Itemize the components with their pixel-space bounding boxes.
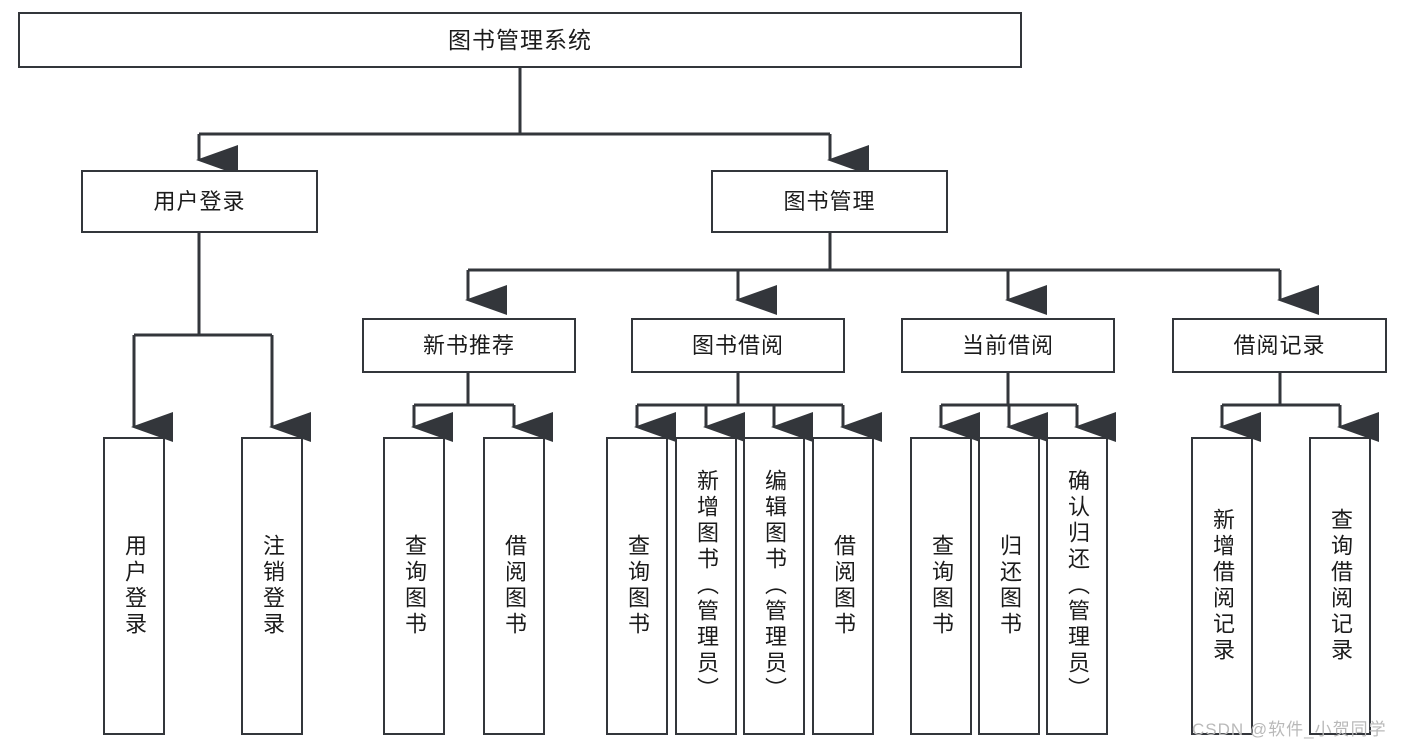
node-current-borrow[interactable]: 当前借阅 bbox=[901, 318, 1115, 373]
node-root-label: 图书管理系统 bbox=[448, 26, 592, 53]
leaf-query-record-label: 查询借阅记录 bbox=[1328, 508, 1353, 664]
leaf-query-book-1[interactable]: 查询图书 bbox=[383, 437, 445, 735]
node-book-borrow[interactable]: 图书借阅 bbox=[631, 318, 845, 373]
leaf-add-book[interactable]: 新增图书（管理员） bbox=[675, 437, 737, 735]
leaf-user-login[interactable]: 用户登录 bbox=[103, 437, 165, 735]
leaf-query-book-2-label: 查询图书 bbox=[625, 534, 650, 638]
leaf-query-record[interactable]: 查询借阅记录 bbox=[1309, 437, 1371, 735]
leaf-add-book-label: 新增图书（管理员） bbox=[694, 469, 719, 703]
leaf-query-book-2[interactable]: 查询图书 bbox=[606, 437, 668, 735]
leaf-borrow-book-1[interactable]: 借阅图书 bbox=[483, 437, 545, 735]
leaf-borrow-book-2-label: 借阅图书 bbox=[831, 534, 856, 638]
node-new-book-recommend-label: 新书推荐 bbox=[422, 332, 515, 358]
leaf-add-record[interactable]: 新增借阅记录 bbox=[1191, 437, 1253, 735]
node-book-manage[interactable]: 图书管理 bbox=[711, 170, 948, 233]
node-borrow-record[interactable]: 借阅记录 bbox=[1172, 318, 1387, 373]
node-borrow-record-label: 借阅记录 bbox=[1233, 332, 1326, 358]
leaf-return-book[interactable]: 归还图书 bbox=[978, 437, 1040, 735]
leaf-borrow-book-1-label: 借阅图书 bbox=[502, 534, 527, 638]
leaf-confirm-return-label: 确认归还（管理员） bbox=[1065, 469, 1090, 703]
leaf-edit-book[interactable]: 编辑图书（管理员） bbox=[743, 437, 805, 735]
leaf-query-book-1-label: 查询图书 bbox=[402, 534, 427, 638]
leaf-user-login-label: 用户登录 bbox=[122, 534, 147, 638]
leaf-edit-book-label: 编辑图书（管理员） bbox=[762, 469, 787, 703]
node-current-borrow-label: 当前借阅 bbox=[961, 332, 1054, 358]
leaf-logout-login[interactable]: 注销登录 bbox=[241, 437, 303, 735]
node-user-login[interactable]: 用户登录 bbox=[81, 170, 318, 233]
leaf-query-book-3[interactable]: 查询图书 bbox=[910, 437, 972, 735]
leaf-logout-login-label: 注销登录 bbox=[260, 534, 285, 638]
node-book-borrow-label: 图书借阅 bbox=[691, 332, 784, 358]
node-user-login-label: 用户登录 bbox=[153, 188, 246, 214]
leaf-confirm-return[interactable]: 确认归还（管理员） bbox=[1046, 437, 1108, 735]
node-root[interactable]: 图书管理系统 bbox=[18, 12, 1022, 68]
leaf-add-record-label: 新增借阅记录 bbox=[1210, 508, 1235, 664]
leaf-query-book-3-label: 查询图书 bbox=[929, 534, 954, 638]
node-book-manage-label: 图书管理 bbox=[783, 188, 876, 214]
leaf-borrow-book-2[interactable]: 借阅图书 bbox=[812, 437, 874, 735]
node-new-book-recommend[interactable]: 新书推荐 bbox=[362, 318, 576, 373]
csdn-watermark: CSDN @软件_小贺同学 bbox=[1192, 720, 1387, 739]
leaf-return-book-label: 归还图书 bbox=[997, 534, 1022, 638]
